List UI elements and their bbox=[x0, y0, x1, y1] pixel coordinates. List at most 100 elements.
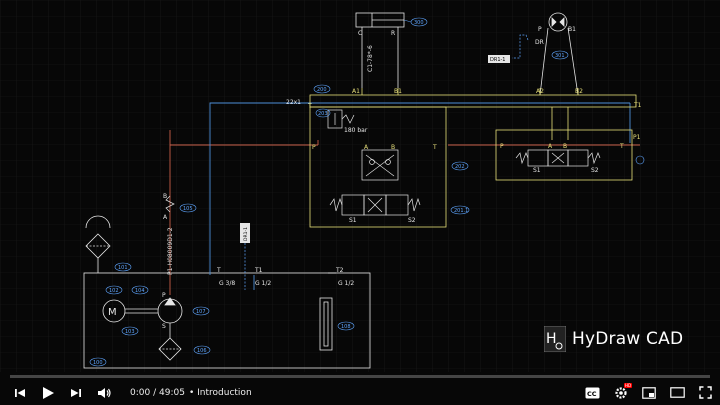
tag-102: 102 bbox=[105, 285, 123, 295]
red-pressure-lines bbox=[169, 130, 640, 295]
hydraw-logo-icon: H bbox=[544, 326, 566, 352]
svg-text:103: 103 bbox=[125, 329, 135, 335]
svg-text:P: P bbox=[162, 292, 166, 299]
settings-gear-icon[interactable]: HD bbox=[614, 380, 633, 405]
motor-port-dr: DR bbox=[535, 39, 544, 46]
tag-108: 108 bbox=[337, 321, 355, 331]
svg-text:DR1-1: DR1-1 bbox=[243, 227, 249, 241]
svg-text:T1: T1 bbox=[254, 267, 263, 274]
miniplayer-icon[interactable] bbox=[642, 380, 656, 405]
player-controls: 0:00 / 49:05 • Introduction CC HD bbox=[0, 380, 720, 405]
pilot-check-valves bbox=[361, 149, 399, 181]
svg-text:G 3/8: G 3/8 bbox=[219, 280, 235, 287]
svg-text:S1: S1 bbox=[349, 217, 357, 224]
tank-frame bbox=[83, 272, 371, 369]
breather-filter bbox=[85, 215, 111, 273]
svg-text:T: T bbox=[432, 144, 437, 151]
svg-text:B: B bbox=[391, 144, 395, 151]
tag-300: 300 bbox=[403, 17, 428, 27]
svg-text:201.1: 201.1 bbox=[454, 208, 468, 214]
fullscreen-icon[interactable] bbox=[699, 380, 712, 405]
drain-tag-dr1-1 bbox=[488, 55, 510, 63]
svg-text:CC: CC bbox=[587, 390, 597, 398]
svg-text:P1: P1 bbox=[633, 134, 641, 141]
cylinder-port-c: C bbox=[358, 30, 362, 37]
hd-badge: HD bbox=[624, 383, 633, 388]
level-gauge bbox=[319, 297, 333, 351]
svg-text:S2: S2 bbox=[591, 167, 599, 174]
relief-valve bbox=[327, 109, 355, 129]
time-display: 0:00 / 49:05 bbox=[130, 387, 185, 398]
svg-text:G 1/2: G 1/2 bbox=[338, 280, 354, 287]
svg-text:S1: S1 bbox=[533, 167, 541, 174]
svg-text:G 1/2: G 1/2 bbox=[255, 280, 271, 287]
svg-text:S: S bbox=[162, 323, 166, 330]
suction-strainer bbox=[158, 337, 182, 361]
tag-104: 104 bbox=[131, 285, 149, 295]
blue-return-lines bbox=[209, 102, 631, 290]
svg-text:DR1-1: DR1-1 bbox=[490, 57, 506, 63]
skip-previous-icon[interactable] bbox=[6, 380, 34, 405]
svg-text:107: 107 bbox=[196, 309, 206, 315]
svg-text:106: 106 bbox=[197, 348, 207, 354]
tag-200: 200 bbox=[313, 84, 331, 94]
tag-107: 107 bbox=[192, 306, 210, 316]
pressure-filter bbox=[165, 195, 175, 213]
svg-text:105: 105 bbox=[183, 206, 193, 212]
yellow-work-lines bbox=[309, 88, 637, 228]
svg-text:202: 202 bbox=[455, 164, 465, 170]
cylinder-port-r: R bbox=[391, 30, 395, 37]
theater-mode-icon[interactable] bbox=[670, 380, 685, 405]
svg-text:T: T bbox=[216, 267, 221, 274]
svg-text:A: A bbox=[163, 214, 168, 221]
chapter-title[interactable]: • Introduction bbox=[188, 387, 252, 398]
svg-text:101: 101 bbox=[118, 265, 128, 271]
hydraulic-motor bbox=[539, 12, 579, 96]
tag-105: 105 bbox=[179, 203, 197, 213]
drain-tag-dr1-1-lower bbox=[240, 223, 250, 243]
volume-icon[interactable] bbox=[90, 380, 118, 405]
svg-text:100: 100 bbox=[93, 360, 103, 366]
svg-text:P: P bbox=[312, 144, 316, 151]
cylinder bbox=[355, 12, 405, 88]
skip-next-icon[interactable] bbox=[62, 380, 90, 405]
svg-text:B: B bbox=[163, 193, 167, 200]
svg-text:A2: A2 bbox=[536, 88, 544, 95]
svg-text:T1: T1 bbox=[633, 102, 642, 109]
svg-text:T: T bbox=[619, 143, 624, 150]
svg-text:T2: T2 bbox=[335, 267, 344, 274]
brand-name: HyDraw CAD bbox=[572, 329, 684, 349]
pump-id: P1-H08009D1-2 bbox=[167, 227, 174, 275]
svg-text:301: 301 bbox=[555, 53, 565, 59]
closed-captions-icon[interactable]: CC bbox=[585, 380, 600, 405]
svg-text:200: 200 bbox=[317, 87, 327, 93]
directional-valve-1 bbox=[329, 194, 421, 216]
tag-301: 301 bbox=[551, 50, 569, 60]
brand-watermark: H HyDraw CAD bbox=[544, 326, 683, 352]
tag-201-1: 201.1 bbox=[450, 205, 470, 215]
svg-text:B1: B1 bbox=[394, 88, 402, 95]
svg-text:H: H bbox=[546, 331, 557, 347]
svg-text:104: 104 bbox=[135, 288, 145, 294]
hydraulic-schematic-canvas: C R C1-78*-6 300 P B1 DR 301 DR1-1 bbox=[0, 0, 720, 372]
svg-text:102: 102 bbox=[109, 288, 119, 294]
svg-text:203: 203 bbox=[318, 111, 328, 117]
svg-text:A: A bbox=[364, 144, 369, 151]
svg-text:B: B bbox=[563, 143, 567, 150]
seek-bar[interactable] bbox=[10, 375, 710, 378]
play-icon[interactable] bbox=[34, 380, 62, 405]
svg-text:T: T bbox=[307, 103, 312, 110]
motor-port-p: P bbox=[538, 26, 542, 33]
cylinder-id: C1-78*-6 bbox=[367, 45, 374, 72]
port-22x1: 22x1 bbox=[286, 99, 301, 106]
svg-text:300: 300 bbox=[414, 20, 424, 26]
svg-text:S2: S2 bbox=[408, 217, 416, 224]
tag-100: 100 bbox=[89, 357, 107, 367]
directional-valve-2 bbox=[515, 149, 601, 167]
svg-text:M: M bbox=[108, 307, 117, 318]
tag-101: 101 bbox=[114, 262, 132, 272]
svg-text:108: 108 bbox=[341, 324, 351, 330]
tag-106: 106 bbox=[193, 345, 211, 355]
svg-text:B2: B2 bbox=[575, 88, 583, 95]
